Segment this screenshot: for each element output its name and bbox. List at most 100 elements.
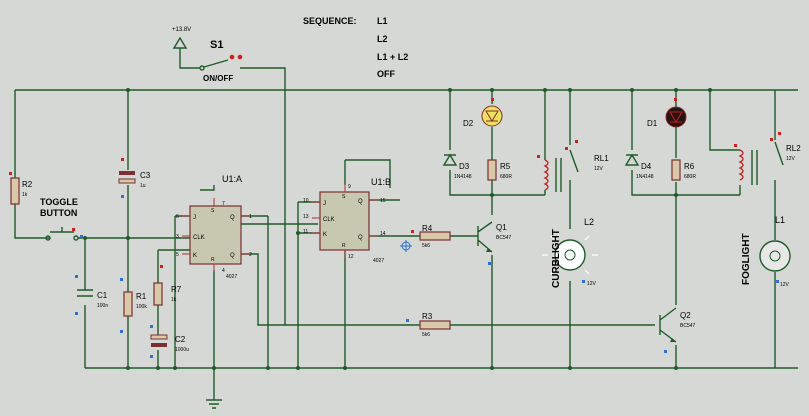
r7-resistor: R7 1k [153, 265, 182, 306]
u1b-pinnum: 13 [303, 214, 309, 220]
u1b-flipflop: J CLK K Q Q S R 10 13 11 15 14 9 12 U1:B… [303, 177, 391, 264]
u1b-pinnum: 15 [380, 198, 386, 204]
rl1-relay: RL1 12V [537, 140, 609, 192]
d1-label: D1 [647, 119, 658, 128]
l2-value: 12V [587, 281, 597, 287]
r6-resistor: R6 680R [671, 159, 696, 181]
r6-label: R6 [684, 162, 695, 171]
u1a-pinnum: 3 [176, 234, 179, 240]
r1-value: 100k [136, 304, 147, 310]
q2-label: Q2 [680, 311, 691, 320]
supply-symbol: +13.8V [172, 27, 191, 49]
u1a-pin-s: S [211, 208, 215, 214]
c3-label: C3 [140, 171, 151, 180]
u1b-pinnum: 10 [303, 198, 309, 204]
sequence-step: L1 + L2 [377, 52, 408, 62]
sequence-legend: SEQUENCE: L1 L2 L1 + L2 OFF [303, 16, 408, 79]
l1-lamp: L1 12V [759, 215, 791, 288]
r5-label: R5 [500, 162, 511, 171]
r3-value: 5k6 [422, 332, 430, 338]
r7-value: 1k [171, 297, 177, 303]
d1-led: D1 [647, 98, 687, 128]
c2-label: C2 [175, 335, 186, 344]
junction-dots [83, 88, 712, 370]
d3-value: 1N4148 [454, 174, 472, 180]
toggle-button: TOGGLE BUTTON [40, 197, 83, 241]
l2-lamp: L2 12V [542, 217, 598, 287]
r5-value: 680R [500, 174, 512, 180]
q1-label: Q1 [496, 223, 507, 232]
c2-capacitor: C2 1000u [150, 325, 189, 358]
r3-label: R3 [422, 312, 433, 321]
supply-label: +13.8V [172, 27, 191, 33]
d4-value: 1N4148 [636, 174, 654, 180]
q2-value: BC547 [680, 323, 696, 329]
d2-led: D2 [463, 98, 503, 128]
rl2-relay: RL2 12V [734, 132, 801, 185]
ground-symbol [206, 399, 222, 409]
u1a-type: 4027 [226, 274, 237, 280]
sequence-step: OFF [377, 69, 395, 79]
r3-resistor: R3 5k6 [406, 312, 451, 338]
r5-resistor: R5 680R [487, 159, 512, 181]
u1a-pinnum: 5 [176, 252, 179, 258]
c2-value: 1000u [175, 347, 189, 353]
u1a-pin-j: J [193, 215, 196, 221]
rl1-label: RL1 [594, 154, 609, 163]
u1b-pin-j: J [323, 201, 326, 207]
u1b-pin-r: R [342, 243, 346, 249]
u1a-pin-r: R [211, 257, 215, 263]
u1b-pin-k: K [323, 232, 327, 238]
sequence-step: L1 [377, 16, 388, 26]
s1-switch: S1 ON/OFF [199, 39, 243, 83]
r2-resistor: R2 1k [9, 172, 33, 205]
u1b-pin-qbar: Q [358, 235, 363, 241]
sequence-title: SEQUENCE: [303, 16, 357, 26]
c1-value: 100n [97, 303, 108, 309]
u1a-pin-q: Q [230, 215, 235, 221]
sequence-step: L2 [377, 34, 388, 44]
u1a-pinnum: 6 [176, 214, 179, 220]
d3-diode: D3 1N4148 [442, 153, 472, 180]
u1a-pinnum: 1 [249, 214, 252, 220]
foglight-label: FOGLIGHT [741, 233, 752, 285]
probe-marker [400, 240, 412, 252]
r4-resistor: R4 5k6 [411, 224, 451, 249]
u1b-pin-clk: CLK [323, 217, 335, 223]
l1-value: 12V [780, 282, 790, 288]
r1-label: R1 [136, 292, 147, 301]
toggle-label-2: BUTTON [40, 208, 77, 218]
u1a-pin-k: K [193, 253, 197, 259]
r4-label: R4 [422, 224, 433, 233]
rl2-label: RL2 [786, 144, 801, 153]
u1a-label: U1:A [222, 174, 242, 184]
u1b-pin-q: Q [358, 199, 363, 205]
u1a-flipflop: J CLK K Q Q S R 6 3 5 1 2 7 4 U1:A 4027 [176, 174, 252, 280]
rl1-value: 12V [594, 166, 604, 172]
d4-label: D4 [641, 162, 652, 171]
c3-capacitor: C3 1u [118, 158, 151, 198]
u1b-pinnum: 14 [380, 231, 386, 237]
u1b-pin-s: S [342, 194, 346, 200]
u1b-pinnum: 11 [303, 229, 308, 235]
r1-resistor: R1 100k [120, 278, 147, 333]
s1-caption: ON/OFF [203, 74, 233, 83]
u1a-pinnum: 4 [222, 268, 225, 274]
c1-capacitor: C1 100n [75, 275, 108, 315]
c1-label: C1 [97, 291, 108, 300]
d4-diode: D4 1N4148 [624, 153, 654, 180]
c3-value: 1u [140, 183, 146, 189]
l2-label: L2 [584, 217, 594, 227]
u1b-label: U1:B [371, 177, 391, 187]
toggle-label-1: TOGGLE [40, 197, 78, 207]
l1-label: L1 [775, 215, 785, 225]
r6-value: 680R [684, 174, 696, 180]
u1b-pinnum: 12 [348, 254, 354, 260]
curblight-label: CURBLIGHT [551, 229, 562, 288]
u1a-pin-clk: CLK [193, 235, 205, 241]
q1-value: BC547 [496, 235, 512, 241]
u1b-type: 4027 [373, 258, 384, 264]
r2-label: R2 [22, 180, 33, 189]
d2-label: D2 [463, 119, 474, 128]
